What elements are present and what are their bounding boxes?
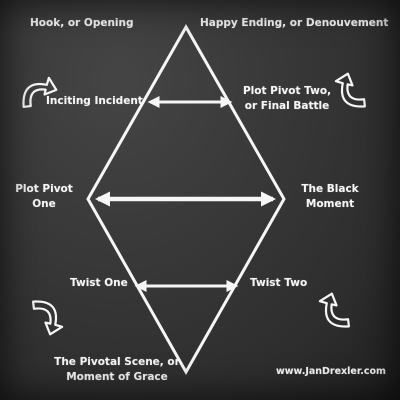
label-twist-one: Twist One (70, 277, 128, 289)
label-inciting-incident: Inciting Incident (46, 95, 143, 107)
label-pivotal-scene: The Pivotal Scene, or Moment of Grace (42, 355, 192, 385)
curved-arrow-icon (32, 300, 64, 336)
website-url: www.JanDrexler.com (276, 366, 386, 377)
diamond-outline (86, 23, 286, 376)
curved-arrow-icon (22, 76, 58, 108)
label-hook: Hook, or Opening (30, 17, 134, 29)
label-black-moment-line2: Moment (305, 198, 355, 210)
label-black-moment-line1: The Black (301, 183, 359, 195)
label-plot-pivot-one-line1: Plot Pivot (15, 183, 73, 195)
label-plot-pivot-two: Plot Pivot Two, or Final Battle (232, 84, 342, 114)
label-twist-two: Twist Two (250, 277, 308, 289)
curved-arrow-icon (334, 72, 366, 108)
label-plot-pivot-two-line2: or Final Battle (244, 100, 330, 112)
label-plot-pivot-one: Plot Pivot One (14, 182, 74, 212)
label-happy-ending: Happy Ending, or Denouvement (200, 17, 389, 29)
label-plot-pivot-one-line2: One (32, 198, 56, 210)
label-black-moment: The Black Moment (292, 182, 368, 212)
curved-arrow-icon (318, 292, 350, 328)
label-pivotal-scene-line1: The Pivotal Scene, or (54, 356, 180, 368)
label-plot-pivot-two-line1: Plot Pivot Two, (242, 85, 332, 97)
label-pivotal-scene-line2: Moment of Grace (66, 371, 168, 383)
